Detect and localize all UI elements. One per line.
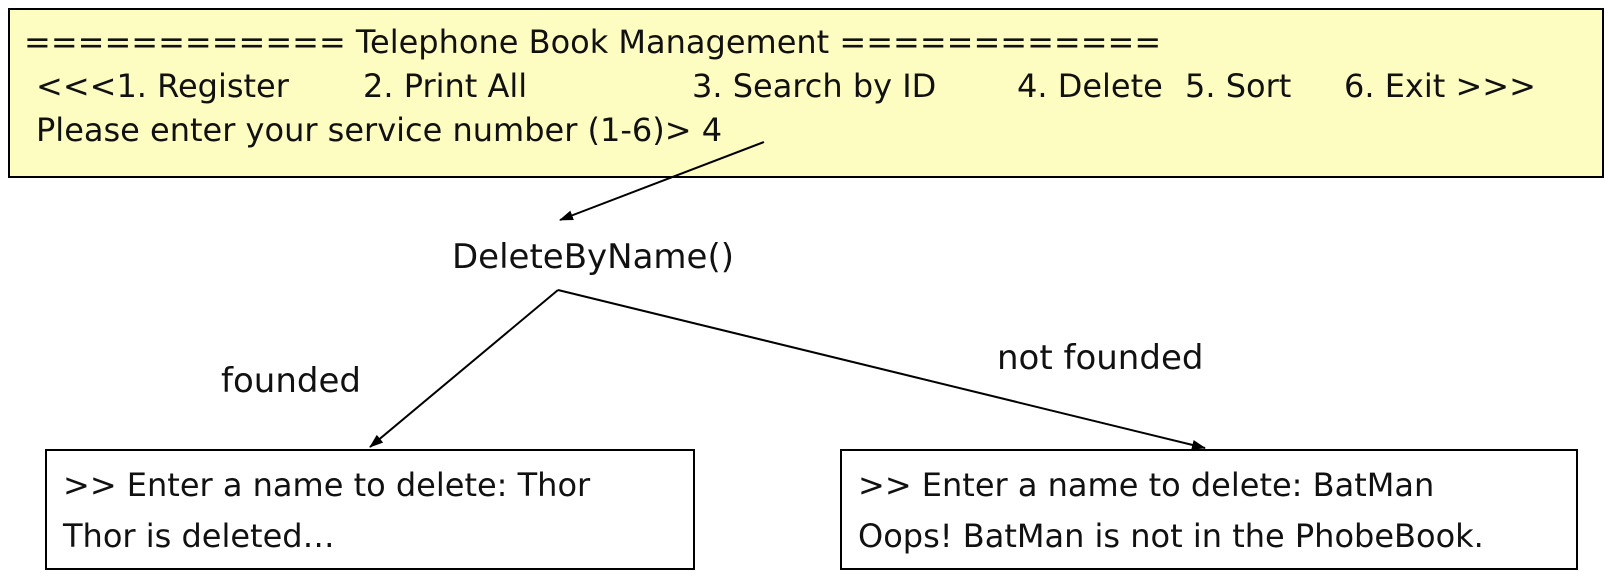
menu-title: ============ Telephone Book Management =… [24, 23, 1162, 61]
menu-item-sort: 5. Sort [1185, 67, 1292, 105]
arrow-to-found-output [369, 289, 559, 448]
menu-item-exit: 6. Exit >>> [1344, 67, 1536, 105]
service-prompt: Please enter your service number (1-6)> … [36, 111, 723, 149]
console-menu-panel: ============ Telephone Book Management =… [8, 8, 1604, 178]
menu-item-delete: 4. Delete [1017, 67, 1163, 105]
found-output-line-1: >> Enter a name to delete: Thor [63, 466, 591, 504]
menu-item-print-all: 2. Print All [363, 67, 528, 105]
branch-found-label: founded [221, 361, 361, 401]
arrow-to-not-found-output [557, 289, 1206, 450]
arrow-to-function [559, 141, 765, 221]
not-found-output-line-1: >> Enter a name to delete: BatMan [858, 466, 1435, 504]
found-output-box: >> Enter a name to delete: Thor Thor is … [45, 449, 695, 570]
menu-item-search-by-id: 3. Search by ID [692, 67, 937, 105]
not-found-output-line-2: Oops! BatMan is not in the PhobeBook. [858, 517, 1484, 555]
function-name-label: DeleteByName() [452, 237, 734, 277]
found-output-line-2: Thor is deleted… [63, 517, 335, 555]
not-found-output-box: >> Enter a name to delete: BatMan Oops! … [840, 449, 1578, 570]
menu-item-register: <<<1. Register [36, 67, 289, 105]
branch-not-found-label: not founded [997, 338, 1204, 378]
